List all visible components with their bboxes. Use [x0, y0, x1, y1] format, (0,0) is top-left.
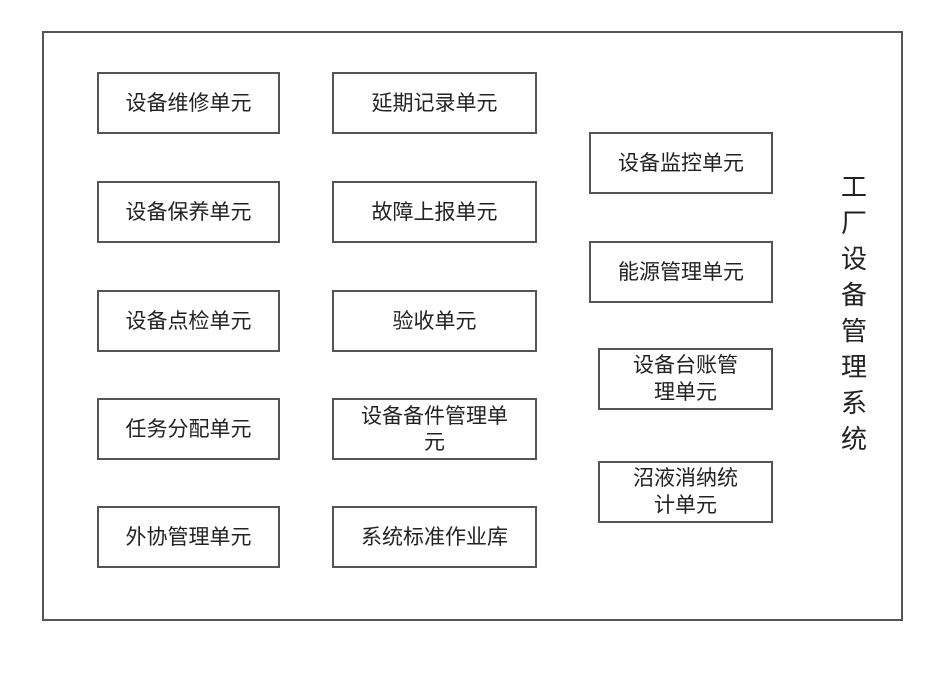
system-title-char: 备	[834, 278, 874, 314]
unit-equipment-repair[interactable]: 设备维修单元	[97, 72, 280, 134]
unit-label: 设备点检单元	[126, 307, 252, 335]
unit-label-line-1: 设备台账管	[633, 352, 738, 379]
unit-label: 能源管理单元	[618, 258, 744, 286]
unit-label: 任务分配单元	[126, 415, 252, 443]
system-title-char: 设	[834, 242, 874, 278]
unit-task-assignment[interactable]: 任务分配单元	[97, 398, 280, 460]
unit-label: 设备保养单元	[126, 198, 252, 226]
system-title: 工 厂 设 备 管 理 系 统	[834, 170, 874, 458]
system-title-char: 厂	[834, 206, 874, 242]
unit-spare-parts-management[interactable]: 设备备件管理单 元	[332, 398, 537, 460]
unit-label: 验收单元	[393, 307, 477, 335]
unit-label-line-1: 沼液消纳统	[633, 465, 738, 492]
system-title-char: 管	[834, 314, 874, 350]
system-title-char: 工	[834, 170, 874, 206]
unit-label: 设备监控单元	[618, 149, 744, 177]
unit-equipment-maintenance[interactable]: 设备保养单元	[97, 181, 280, 243]
unit-label-line-2: 理单元	[654, 379, 717, 406]
unit-equipment-inspection[interactable]: 设备点检单元	[97, 290, 280, 352]
unit-label: 故障上报单元	[372, 198, 498, 226]
unit-delay-record[interactable]: 延期记录单元	[332, 72, 537, 134]
unit-label-line-2: 元	[424, 429, 445, 455]
system-title-char: 理	[834, 350, 874, 386]
unit-label: 外协管理单元	[126, 523, 252, 551]
system-title-char: 统	[834, 422, 874, 458]
unit-equipment-monitoring[interactable]: 设备监控单元	[589, 132, 773, 194]
unit-equipment-ledger-management[interactable]: 设备台账管 理单元	[598, 348, 773, 410]
unit-energy-management[interactable]: 能源管理单元	[589, 241, 773, 303]
system-title-char: 系	[834, 386, 874, 422]
unit-standard-operation-library[interactable]: 系统标准作业库	[332, 506, 537, 568]
unit-fault-report[interactable]: 故障上报单元	[332, 181, 537, 243]
unit-biogas-slurry-statistics[interactable]: 沼液消纳统 计单元	[598, 461, 773, 523]
unit-label: 设备维修单元	[126, 89, 252, 117]
unit-label-line-1: 设备备件管理单	[361, 403, 508, 429]
unit-acceptance[interactable]: 验收单元	[332, 290, 537, 352]
unit-label: 系统标准作业库	[361, 523, 508, 551]
unit-label: 延期记录单元	[372, 89, 498, 117]
unit-label-line-2: 计单元	[654, 492, 717, 519]
unit-outsourcing-management[interactable]: 外协管理单元	[97, 506, 280, 568]
